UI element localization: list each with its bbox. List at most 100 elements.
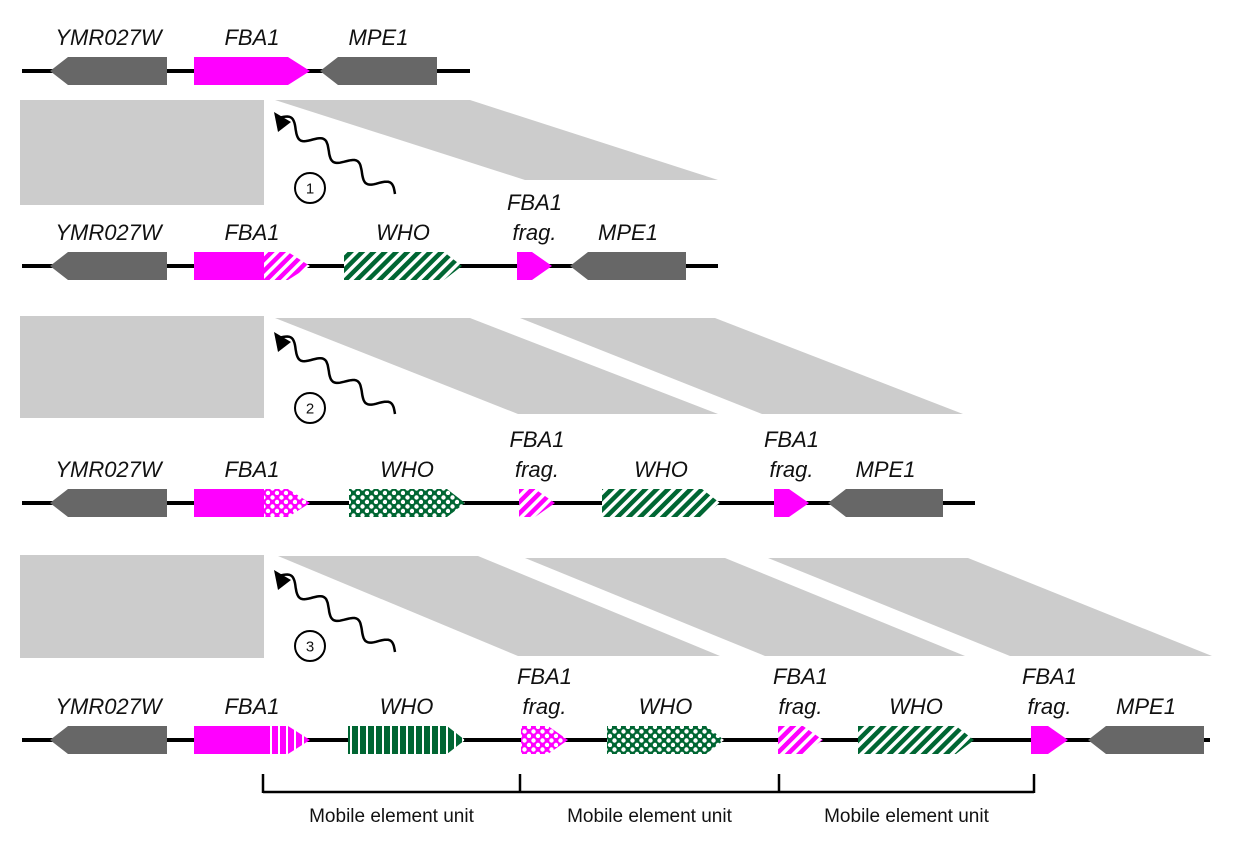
- transposition-step-2: 2: [274, 332, 397, 424]
- gene-label: FBA1: [224, 694, 279, 719]
- wavy-arrow-shaft: [278, 573, 397, 653]
- mobile-element-unit-label: Mobile element unit: [567, 806, 732, 827]
- gene-label: FBA1: [1022, 664, 1077, 689]
- gene-label: YMR027W: [55, 220, 164, 245]
- step-number: 1: [306, 181, 314, 198]
- gene-arrow-right: [194, 57, 310, 85]
- gene-mpe1: MPE1: [1088, 694, 1204, 754]
- fba1-retained-part: [194, 726, 264, 754]
- gene-fba1-frag: FBA1 frag.: [773, 664, 828, 754]
- who-gene-arrow: [858, 726, 974, 754]
- gene-label: WHO: [376, 220, 430, 245]
- step-number-circle: [294, 392, 326, 424]
- gene-sublabel: frag.: [1027, 694, 1071, 719]
- wavy-arrow-shaft: [278, 335, 397, 415]
- arrowhead-icon: [274, 112, 291, 132]
- copy-shading-step-1: [20, 100, 718, 205]
- gene-ymr027w: YMR027W: [50, 694, 167, 754]
- gene-label: WHO: [634, 457, 688, 482]
- wavy-arrow-shaft: [278, 115, 397, 195]
- locus-row0: YMR027W FBA1 MPE1: [22, 25, 470, 85]
- gene-label: MPE1: [598, 220, 658, 245]
- transposition-step-1: 1: [274, 112, 397, 204]
- gene-sublabel: frag.: [512, 220, 556, 245]
- gene-sublabel: frag.: [778, 694, 822, 719]
- gene-label: MPE1: [1116, 694, 1176, 719]
- gene-label: FBA1: [224, 457, 279, 482]
- gene-arrow-left: [50, 252, 167, 280]
- gene-label: WHO: [380, 457, 434, 482]
- gene-fba1-frag: FBA1 frag.: [764, 427, 819, 517]
- gene-who: WHO: [344, 220, 462, 280]
- gene-who: WHO: [348, 694, 465, 754]
- gene-label: YMR027W: [55, 457, 164, 482]
- who-gene-arrow: [344, 252, 462, 280]
- insertion-copy-shade: [520, 318, 963, 414]
- gene-fba1: FBA1: [194, 25, 310, 85]
- arrowhead-icon: [274, 570, 291, 590]
- fba1-fragment-arrow: [778, 726, 823, 754]
- insertion-copy-shade: [768, 558, 1212, 656]
- insertion-copy-shade: [278, 556, 720, 656]
- gene-sublabel: frag.: [769, 457, 813, 482]
- gene-arrow-left: [50, 489, 167, 517]
- gene-label: WHO: [639, 694, 693, 719]
- gene-label: MPE1: [349, 25, 409, 50]
- transposition-step-3: 3: [274, 570, 397, 662]
- who-gene-arrow: [348, 726, 465, 754]
- gene-label: FBA1: [764, 427, 819, 452]
- gene-label: FBA1: [224, 25, 279, 50]
- gene-fba1: FBA1: [194, 694, 310, 754]
- fba1-fragment-arrow: [517, 252, 552, 280]
- step-number-circle: [294, 172, 326, 204]
- fba1-retained-part: [194, 252, 264, 280]
- gene-mpe1: MPE1: [320, 25, 437, 85]
- gene-fba1-frag: FBA1 frag.: [509, 427, 565, 517]
- who-gene-arrow: [602, 489, 720, 517]
- gene-fba1: FBA1: [194, 220, 310, 280]
- fba1-fragment-arrow: [519, 489, 555, 517]
- gene-label: YMR027W: [55, 694, 164, 719]
- gene-label: YMR027W: [55, 25, 164, 50]
- gene-ymr027w: YMR027W: [50, 25, 167, 85]
- conserved-region-shade: [20, 555, 264, 658]
- mobile-element-unit-label: Mobile element unit: [309, 806, 474, 827]
- step-number: 2: [306, 401, 314, 418]
- gene-fba1-frag: FBA1 frag.: [1022, 664, 1077, 754]
- fba1-fragment-arrow: [1031, 726, 1068, 754]
- copy-shading-step-2: [20, 316, 963, 418]
- gene-arrow-left: [50, 726, 167, 754]
- gene-arrow-left: [50, 57, 167, 85]
- copy-shading-step-3: [20, 555, 1212, 658]
- gene-who: WHO: [858, 694, 974, 754]
- gene-label: MPE1: [856, 457, 916, 482]
- who-gene-arrow: [607, 726, 724, 754]
- mobile-element-unit-brackets: Mobile element unit Mobile element unit Mo…: [261, 774, 1036, 827]
- fba1-mobile-part: [264, 726, 310, 754]
- gene-who: WHO: [349, 457, 465, 517]
- fba1-fragment-arrow: [774, 489, 809, 517]
- insertion-copy-shade: [525, 558, 965, 656]
- step-number: 3: [306, 639, 314, 656]
- gene-label: FBA1: [773, 664, 828, 689]
- gene-label: FBA1: [224, 220, 279, 245]
- gene-label: WHO: [380, 694, 434, 719]
- gene-mpe1: MPE1: [828, 457, 943, 517]
- gene-arrow-left: [320, 57, 437, 85]
- gene-arrow-left: [570, 252, 686, 280]
- insertion-copy-shade: [275, 318, 718, 414]
- gene-ymr027w: YMR027W: [50, 220, 167, 280]
- gene-sublabel: frag.: [515, 457, 559, 482]
- gene-who: WHO: [607, 694, 724, 754]
- fba1-mobile-part: [264, 489, 310, 517]
- gene-ymr027w: YMR027W: [50, 457, 167, 517]
- who-gene-arrow: [349, 489, 465, 517]
- mobile-element-unit-label: Mobile element unit: [824, 806, 989, 827]
- gene-label: FBA1: [509, 427, 564, 452]
- arrowhead-icon: [274, 332, 291, 352]
